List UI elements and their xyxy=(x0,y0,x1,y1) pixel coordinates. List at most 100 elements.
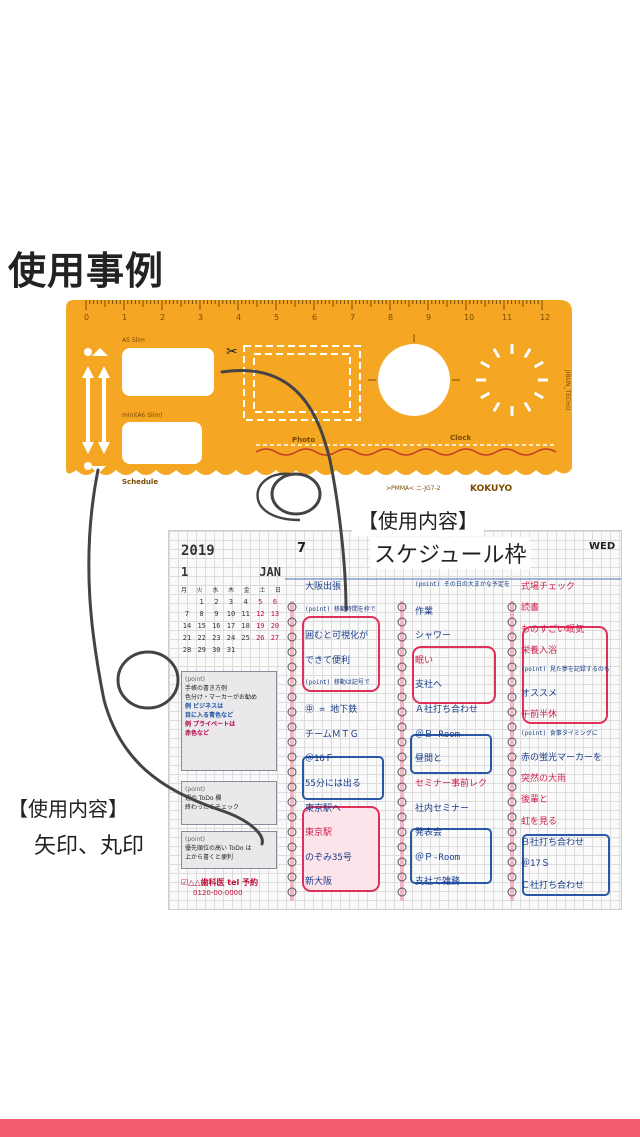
hour-marker xyxy=(287,782,297,792)
hour-marker xyxy=(507,617,517,627)
point-text: 例 ビジネスは xyxy=(185,703,224,710)
hour-marker xyxy=(507,767,517,777)
hour-marker xyxy=(507,602,517,612)
calendar-day: 25 xyxy=(241,634,250,642)
calendar-year: 2019 xyxy=(181,543,215,559)
calendar-day: 15 xyxy=(197,622,206,630)
calendar-dow: 日 xyxy=(274,587,281,594)
calendar-day: 16 xyxy=(212,622,221,630)
schedule-entry: 支社へ xyxy=(415,680,443,691)
point-text: 手帳の書き方例 xyxy=(185,685,228,692)
ruler-number: 9 xyxy=(426,313,431,322)
calendar-day: 3 xyxy=(228,598,234,606)
calendar-day: 6 xyxy=(272,598,278,606)
clock-mark xyxy=(480,360,491,369)
clock-mark xyxy=(523,401,532,412)
schedule-entry: ＠Ｂ-Room xyxy=(415,729,461,740)
hour-marker xyxy=(287,827,297,837)
hour-marker xyxy=(287,677,297,687)
schedule-entry: セミナー事前レク xyxy=(415,778,488,789)
usage-value-2: 矢印、丸印 xyxy=(34,834,145,859)
calendar-day: 22 xyxy=(197,634,206,642)
usage-value-1: スケジュール枠 xyxy=(370,537,531,569)
ruler-number: 0 xyxy=(84,313,89,322)
hour-marker xyxy=(287,647,297,657)
point-text: 目に入る青色など xyxy=(185,712,234,719)
usage-label-1: 【使用内容】 xyxy=(352,503,484,536)
hour-marker xyxy=(397,827,407,837)
calendar-dow: 月 xyxy=(181,587,188,594)
calendar-day: 24 xyxy=(226,634,236,642)
schedule-entry: ＠17Ｓ xyxy=(521,859,550,870)
schedule-entry: ＠16Ｆ xyxy=(305,754,334,765)
ruler-number: 11 xyxy=(502,313,512,322)
hour-marker xyxy=(507,797,517,807)
schedule-entry: Ｃ社打ち合わせ xyxy=(521,880,585,891)
hour-marker xyxy=(397,797,407,807)
ruler-number: 3 xyxy=(198,313,203,322)
calendar-day: 29 xyxy=(197,646,206,654)
calendar-day: 10 xyxy=(226,610,236,618)
calendar-day: 4 xyxy=(243,598,248,606)
hour-marker xyxy=(287,812,297,822)
calendar-day: 2 xyxy=(214,598,219,606)
hour-marker xyxy=(397,752,407,762)
calendar-day: 28 xyxy=(182,646,192,654)
schedule-entry: 午前半休 xyxy=(521,710,558,720)
scissors-icon: ✂ xyxy=(226,344,238,360)
side-label: JIBUN_TECHO xyxy=(564,369,571,411)
point-text: 優先順位の高い ToDo は xyxy=(185,845,252,852)
hour-marker xyxy=(287,617,297,627)
calendar-day: 11 xyxy=(241,610,250,618)
calendar-day: 19 xyxy=(256,622,265,630)
ruler-number: 5 xyxy=(274,313,279,322)
hour-marker xyxy=(507,842,517,852)
clock-mark xyxy=(523,348,532,359)
clock-mark xyxy=(492,401,501,412)
hour-marker xyxy=(507,632,517,642)
week-number: 7 xyxy=(297,541,307,556)
hour-marker xyxy=(507,887,517,897)
schedule-entry: Ａ社打ち合わせ xyxy=(415,705,479,716)
schedule-entry: (point) 移動時間を枠で xyxy=(305,605,376,613)
schedule-entry: できて便利 xyxy=(305,655,351,666)
hour-marker xyxy=(397,602,407,612)
schedule-entry: 東京駅 xyxy=(305,828,333,839)
usage-label-2: 【使用内容】 xyxy=(8,797,128,821)
schedule-entry: 社内セミナー xyxy=(415,803,470,814)
calendar-month-name: JAN xyxy=(259,565,281,579)
schedule-entry: 後輩と xyxy=(521,795,549,806)
point-text: 上から書くと便利 xyxy=(185,854,234,861)
schedule-label: Schedule xyxy=(122,478,158,486)
circle-mark xyxy=(116,650,180,710)
calendar-day: 5 xyxy=(258,598,263,606)
point-text: 色分け・マーカーがお勧め xyxy=(185,694,258,701)
calendar-day: 8 xyxy=(199,610,204,618)
point-heading: (point) xyxy=(185,676,205,683)
point-text: 週の ToDo 欄 xyxy=(185,795,222,802)
ruler-number: 10 xyxy=(464,313,474,322)
hour-marker xyxy=(397,677,407,687)
calendar-day: 31 xyxy=(226,646,236,654)
schedule-entry: 昼間と xyxy=(415,754,443,765)
schedule-entry: ものすごい眠気 xyxy=(521,624,585,635)
hour-marker xyxy=(397,662,407,672)
calendar-day: 17 xyxy=(226,622,236,630)
calendar-dow: 水 xyxy=(212,587,219,594)
clock-mark xyxy=(492,348,501,359)
hour-marker xyxy=(397,692,407,702)
hour-marker xyxy=(397,707,407,717)
hour-marker xyxy=(397,857,407,867)
hour-marker xyxy=(507,737,517,747)
schedule-entry: シャワー xyxy=(415,631,452,642)
hour-marker xyxy=(287,692,297,702)
hour-marker xyxy=(507,662,517,672)
calendar-dow: 土 xyxy=(259,587,266,594)
